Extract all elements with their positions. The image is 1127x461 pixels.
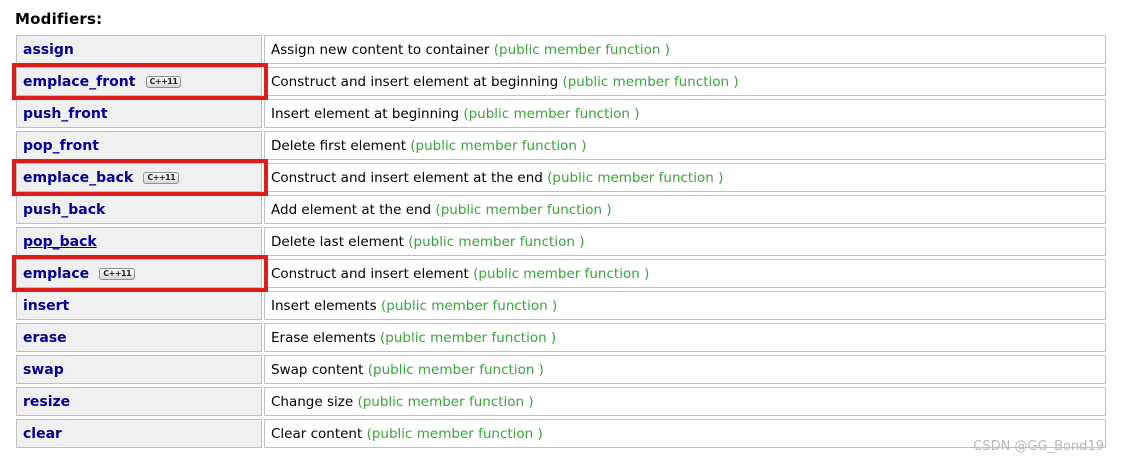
member-type-label: (public member function ) — [493, 42, 670, 58]
function-description-cell: Construct and insert element at the end … — [264, 163, 1106, 192]
function-link-resize[interactable]: resize — [23, 394, 71, 410]
function-name-cell: swap — [16, 355, 262, 384]
function-link-insert[interactable]: insert — [23, 298, 70, 314]
function-name-cell: emplace_back C++11 — [12, 159, 268, 196]
table-row: swap Swap content (public member functio… — [16, 355, 1106, 384]
function-name-cell: assign — [16, 35, 262, 64]
table-row: clear Clear content (public member funct… — [16, 419, 1106, 448]
function-description-cell: Erase elements (public member function ) — [264, 323, 1106, 352]
table-row: pop_front Delete first element (public m… — [16, 131, 1106, 160]
section-heading: Modifiers: — [15, 10, 103, 28]
function-description-cell: Insert element at beginning (public memb… — [264, 99, 1106, 128]
table-row: erase Erase elements (public member func… — [16, 323, 1106, 352]
function-description-cell: Add element at the end (public member fu… — [264, 195, 1106, 224]
function-name-cell: emplace_front C++11 — [12, 63, 268, 100]
function-description-cell: Delete first element (public member func… — [264, 131, 1106, 160]
function-name-cell: push_back — [16, 195, 262, 224]
function-description-cell: Change size (public member function ) — [264, 387, 1106, 416]
table-row: emplace_front C++11 Construct and insert… — [12, 63, 1106, 100]
function-description: Assign new content to container — [271, 42, 494, 58]
function-description: Change size — [271, 394, 358, 410]
function-description: Insert element at beginning — [271, 106, 464, 122]
function-description: Delete last element — [271, 234, 409, 250]
member-type-label: (public member function ) — [547, 170, 724, 186]
function-name-cell: clear — [16, 419, 262, 448]
function-name-cell: erase — [16, 323, 262, 352]
function-name-cell: emplace C++11 — [12, 255, 268, 292]
table-row: emplace_back C++11 Construct and insert … — [12, 159, 1106, 196]
modifiers-table: assign Assign new content to container (… — [12, 32, 1108, 451]
function-link-emplace_front[interactable]: emplace_front — [23, 74, 136, 90]
member-type-label: (public member function ) — [435, 202, 612, 218]
function-description: Insert elements — [271, 298, 382, 314]
function-description: Delete first element — [271, 138, 411, 154]
cpp11-badge: C++11 — [145, 76, 182, 88]
function-description-cell: Insert elements (public member function … — [264, 291, 1106, 320]
function-description-cell: Assign new content to container (public … — [264, 35, 1106, 64]
function-link-pop_back[interactable]: pop_back — [23, 234, 97, 250]
member-type-label: (public member function ) — [473, 266, 650, 282]
function-link-swap[interactable]: swap — [23, 362, 64, 378]
function-description-cell: Construct and insert element at beginnin… — [264, 67, 1106, 96]
table-row: assign Assign new content to container (… — [16, 35, 1106, 64]
function-link-pop_front[interactable]: pop_front — [23, 138, 99, 154]
function-link-emplace_back[interactable]: emplace_back — [23, 170, 134, 186]
function-description-cell: Delete last element (public member funct… — [264, 227, 1106, 256]
member-type-label: (public member function ) — [410, 138, 587, 154]
reference-page: Modifiers: assign Assign new content to … — [0, 10, 1127, 454]
member-type-label: (public member function ) — [357, 394, 534, 410]
function-description: Construct and insert element at the end — [271, 170, 548, 186]
function-description: Add element at the end — [271, 202, 436, 218]
function-description-cell: Swap content (public member function ) — [264, 355, 1106, 384]
modifiers-table-body: assign Assign new content to container (… — [12, 35, 1106, 448]
table-row: emplace C++11 Construct and insert eleme… — [12, 255, 1106, 292]
table-row: push_front Insert element at beginning (… — [16, 99, 1106, 128]
function-name-cell: pop_front — [16, 131, 262, 160]
function-name-cell: resize — [16, 387, 262, 416]
member-type-label: (public member function ) — [379, 330, 557, 346]
member-type-label: (public member function ) — [366, 426, 543, 442]
table-row: push_back Add element at the end (public… — [16, 195, 1106, 224]
function-name-cell: pop_back — [16, 227, 262, 256]
function-link-push_front[interactable]: push_front — [23, 106, 108, 122]
function-link-assign[interactable]: assign — [23, 42, 74, 58]
function-description: Erase elements — [271, 330, 380, 346]
watermark: CSDN @GG_Bond19 — [973, 439, 1104, 454]
table-row: insert Insert elements (public member fu… — [16, 291, 1106, 320]
function-link-clear[interactable]: clear — [23, 426, 62, 442]
function-link-push_back[interactable]: push_back — [23, 202, 106, 218]
function-name-cell: push_front — [16, 99, 262, 128]
function-description: Clear content — [271, 426, 367, 442]
function-link-emplace[interactable]: emplace — [23, 266, 90, 282]
member-type-label: (public member function ) — [408, 234, 585, 250]
function-description-cell: Construct and insert element (public mem… — [264, 259, 1106, 288]
member-type-label: (public member function ) — [367, 362, 544, 378]
function-description-cell: Clear content (public member function ) — [264, 419, 1106, 448]
table-row: resize Change size (public member functi… — [16, 387, 1106, 416]
member-type-label: (public member function ) — [381, 298, 558, 314]
cpp11-badge: C++11 — [99, 268, 136, 280]
function-description: Construct and insert element at beginnin… — [271, 74, 563, 90]
member-type-label: (public member function ) — [463, 106, 640, 122]
cpp11-badge: C++11 — [143, 172, 180, 184]
member-type-label: (public member function ) — [562, 74, 739, 90]
function-description: Construct and insert element — [271, 266, 474, 282]
function-name-cell: insert — [16, 291, 262, 320]
function-description: Swap content — [271, 362, 368, 378]
function-link-erase[interactable]: erase — [23, 330, 67, 346]
table-row: pop_back Delete last element (public mem… — [16, 227, 1106, 256]
